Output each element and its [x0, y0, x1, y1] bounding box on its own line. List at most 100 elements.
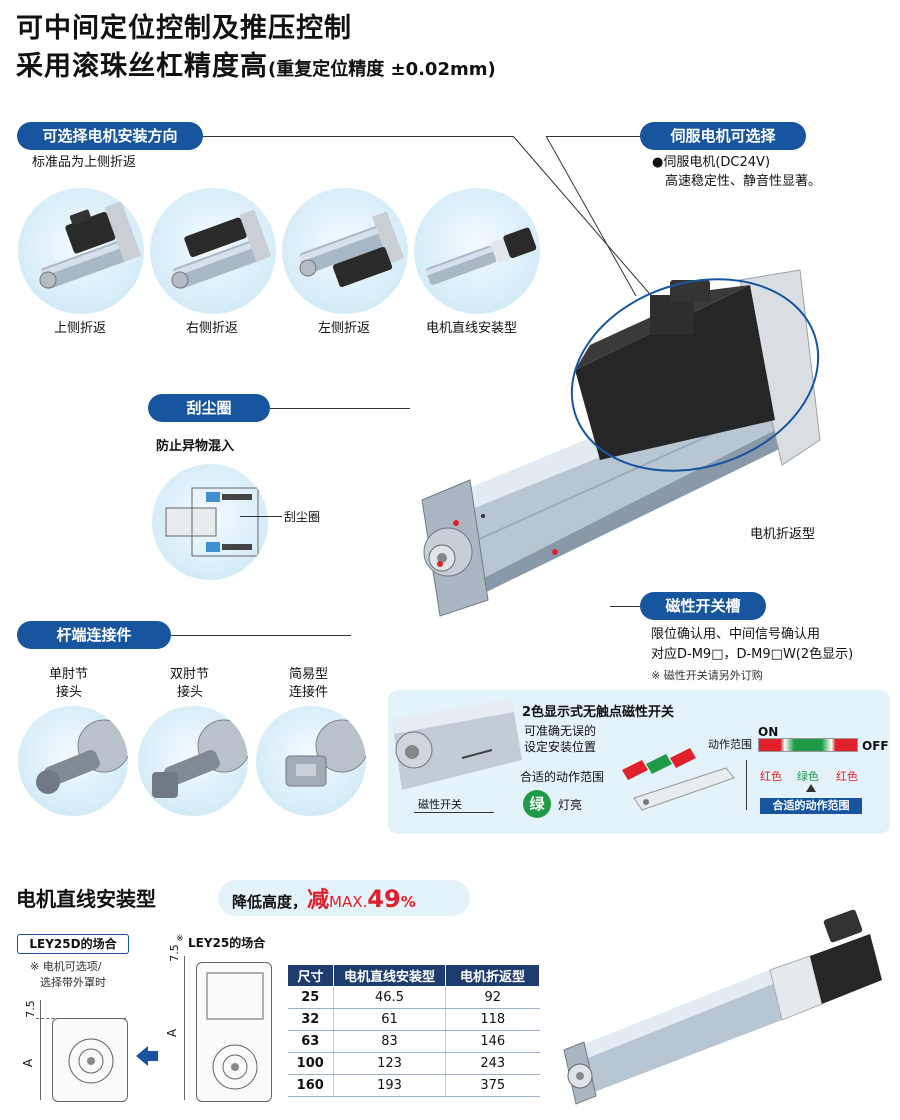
switch-range-label: 合适的动作范围	[520, 770, 605, 784]
simple-connector-image	[256, 706, 366, 816]
switch-panel-title: 2色显示式无触点磁性开关	[522, 705, 675, 720]
reduction-percent: %	[400, 893, 416, 911]
wiper-section-icon	[165, 487, 259, 557]
switch-desc-2: 设定安装位置	[524, 740, 597, 754]
switch-sensor-icon	[622, 748, 735, 811]
sensor-extent-line	[746, 760, 747, 810]
rod-end-2-line1: 双肘节	[170, 667, 210, 682]
rod-end-3-line2: 连接件	[289, 685, 329, 700]
red-label-left: 红色	[760, 770, 782, 783]
cell-fold: 118	[445, 1008, 540, 1031]
appropriate-range-tag: 合适的动作范围	[760, 798, 862, 814]
reduction-big-char: 减	[307, 888, 330, 913]
reduction-text: 降低高度，减MAX.49%	[232, 884, 416, 917]
headline-1: 可中间定位控制及推压控制	[16, 13, 352, 44]
rod-end-2-line2: 接头	[177, 685, 204, 700]
ley25-label: LEY25的场合	[188, 936, 266, 950]
table-row: 100 123 243	[287, 1052, 540, 1075]
table-header-row: 尺寸 电机直线安装型 电机折返型	[287, 964, 540, 987]
wiper-section-image	[152, 464, 268, 580]
header-inline: 电机直线安装型	[333, 964, 446, 987]
ley25d-end-view-drawing	[68, 1038, 114, 1084]
slot-note: ※ 磁性开关请另外订购	[651, 669, 763, 682]
slot-line1: 限位确认用、中间信号确认用	[651, 627, 821, 642]
ley25d-end-view	[52, 1018, 128, 1102]
actuator-left-fold-icon	[298, 211, 404, 287]
cell-size: 25	[287, 986, 334, 1009]
slot-line2: 对应D-M9□，D-M9□W(2色显示)	[651, 647, 854, 662]
reduction-prefix: 降低高度，	[232, 893, 308, 911]
leader-line-rod-end	[171, 635, 351, 636]
mount-top-image	[18, 188, 144, 314]
servo-title-pill: 伺服电机可选择	[640, 122, 806, 150]
simple-connector-icon	[285, 719, 366, 787]
ley25d-dim-a: A	[21, 1058, 36, 1068]
leader-line-wiper-label	[240, 516, 282, 517]
ley25d-note-1: ※ 电机可选项/	[30, 960, 102, 973]
mount-right-image	[150, 188, 276, 314]
headline-2: 采用滚珠丝杠精度高(重复定位精度 ±0.02mm)	[16, 44, 496, 83]
actuator-right-fold-icon	[171, 209, 271, 289]
mount-option-label-2: 右侧折返	[186, 321, 239, 336]
switch-part-label: 磁性开关	[418, 798, 462, 811]
cell-fold: 243	[445, 1052, 540, 1075]
ley25-end-view-drawing	[206, 972, 264, 1090]
mounting-title-pill: 可选择电机安装方向	[17, 122, 203, 150]
rod-end-1-line2: 接头	[56, 685, 83, 700]
wiper-part-label: 刮尘圈	[284, 510, 321, 524]
table-row: 25 46.5 92	[287, 986, 540, 1009]
mount-option-label-3: 左侧折返	[318, 321, 371, 336]
inline-actuator-illustration	[563, 909, 882, 1105]
inline-section-title: 电机直线安装型	[16, 887, 156, 911]
cell-inline: 46.5	[333, 986, 446, 1009]
leader-line-wiper	[270, 408, 410, 409]
single-knuckle-image	[18, 706, 128, 816]
actuator-inline-icon	[425, 227, 537, 285]
cell-size: 100	[287, 1052, 334, 1075]
rod-end-1-line1: 单肘节	[49, 667, 89, 682]
dimension-table: 尺寸 电机直线安装型 电机折返型 25 46.5 92 32 61 118 63…	[287, 964, 540, 1097]
compare-arrow-icon	[136, 1046, 148, 1066]
main-actuator-illustration	[421, 135, 821, 617]
servo-bullet: ●伺服电机(DC24V)	[652, 155, 771, 170]
header-fold: 电机折返型	[445, 964, 540, 987]
mount-option-label-1: 上侧折返	[54, 321, 107, 336]
motor-fold-label: 电机折返型	[750, 527, 816, 542]
cell-inline: 123	[333, 1052, 446, 1075]
wiper-subtitle: 防止异物混入	[156, 439, 235, 454]
double-knuckle-image	[138, 706, 248, 816]
cell-inline: 83	[333, 1030, 446, 1053]
table-row: 32 61 118	[287, 1008, 540, 1031]
ley25d-dim-line	[40, 1000, 41, 1100]
cell-size: 32	[287, 1008, 334, 1031]
ley25-dim-a: A	[165, 1028, 180, 1038]
range-arrow-up-icon	[806, 784, 816, 792]
lamp-on-label: 灯亮	[558, 798, 583, 812]
headline-2-main: 采用滚珠丝杠精度高	[16, 51, 268, 82]
action-range-bar	[758, 738, 858, 752]
double-knuckle-icon	[152, 719, 248, 798]
mount-inline-image	[414, 188, 540, 314]
switch-label-underline	[414, 812, 494, 813]
cell-fold: 92	[445, 986, 540, 1009]
ley25d-dim-75: 7.5	[23, 1000, 37, 1018]
leader-line-servo-h	[546, 136, 640, 137]
cell-fold: 375	[445, 1074, 540, 1097]
servo-desc: 高速稳定性、静音性显著。	[665, 174, 822, 189]
table-row: 63 83 146	[287, 1030, 540, 1053]
cell-size: 63	[287, 1030, 334, 1053]
off-label: OFF	[862, 739, 889, 753]
green-label: 绿色	[797, 770, 819, 783]
reduction-max: MAX.	[329, 893, 368, 911]
leader-line-slot	[610, 606, 640, 607]
ley25-end-view	[196, 962, 272, 1102]
ley25-dim-line	[184, 956, 185, 1100]
wiper-title-pill: 刮尘圈	[148, 394, 270, 422]
mount-option-label-4: 电机直线安装型	[426, 321, 518, 336]
on-label: ON	[758, 725, 779, 739]
green-indicator-badge: 绿	[523, 790, 551, 818]
compare-arrow-tail	[148, 1051, 158, 1061]
actuator-top-fold-icon	[39, 201, 141, 289]
red-label-right: 红色	[836, 770, 858, 783]
leader-line-mounting	[203, 136, 513, 137]
